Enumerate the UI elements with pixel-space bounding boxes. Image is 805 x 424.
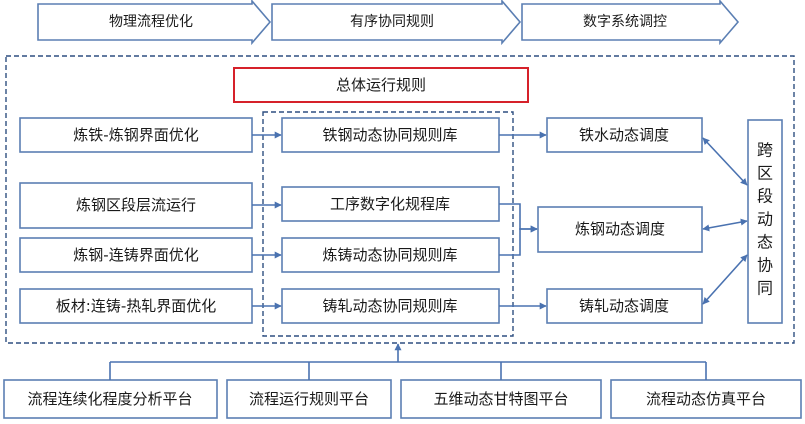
banner-physical-flow: 物理流程优化 — [37, 0, 272, 46]
platform-label: 流程运行规则平台 — [249, 390, 369, 408]
cross-region-char: 跨 — [757, 141, 773, 160]
left-item-casting-hot-rolling: 板材:连铸-热轧界面优化 — [19, 288, 253, 324]
banner-digital-control: 数字系统调控 — [521, 0, 740, 46]
rule-lib-casting-rolling: 铸轧动态协同规则库 — [281, 288, 500, 324]
cross-region-char: 段 — [757, 187, 773, 206]
cross-region-char: 动 — [757, 210, 773, 229]
banner-ordered-rules: 有序协同规则 — [271, 0, 522, 46]
left-item-label: 炼钢区段层流运行 — [76, 196, 196, 214]
left-item-ironmaking-steelmaking: 炼铁-炼钢界面优化 — [19, 117, 253, 153]
left-item-label: 炼钢-连铸界面优化 — [73, 246, 198, 264]
arrow-lib3-to-steelmaking — [499, 225, 538, 256]
cross-region-char: 同 — [757, 279, 773, 298]
platform-dynamic-simulation: 流程动态仿真平台 — [610, 379, 802, 419]
rule-library-dashed-frame — [262, 111, 514, 337]
arrow-steelmaking-cross-region — [702, 218, 748, 232]
rule-lib-label: 铸轧动态协同规则库 — [322, 297, 457, 315]
rule-lib-label: 工序数字化规程库 — [330, 195, 450, 213]
schedule-label: 铁水动态调度 — [579, 126, 669, 144]
schedule-label: 炼钢动态调度 — [575, 220, 665, 238]
rule-lib-steel-casting: 炼铸动态协同规则库 — [281, 237, 500, 273]
schedule-label: 铸轧动态调度 — [579, 297, 669, 315]
platform-label: 五维动态甘特图平台 — [433, 390, 568, 408]
rule-lib-label: 铁钢动态协同规则库 — [322, 126, 457, 144]
arrow-lib2-to-steelmaking — [499, 203, 538, 233]
cross-region-char: 态 — [757, 233, 773, 252]
arrow-hot-metal-cross-region — [702, 137, 748, 186]
platform-connector-tree — [109, 343, 707, 380]
outer-dashed-frame — [5, 55, 795, 344]
schedule-hot-metal: 铁水动态调度 — [546, 117, 703, 153]
banner-ordered-rules-label: 有序协同规则 — [350, 14, 434, 30]
rule-lib-iron-steel: 铁钢动态协同规则库 — [281, 117, 500, 153]
banner-physical-flow-label: 物理流程优化 — [109, 14, 193, 30]
left-item-label: 板材:连铸-热轧界面优化 — [56, 297, 216, 315]
cross-region-char: 协 — [757, 256, 773, 275]
general-rule-box: 总体运行规则 — [233, 67, 529, 103]
schedule-casting-rolling: 铸轧动态调度 — [546, 288, 703, 324]
rule-lib-process-digital: 工序数字化规程库 — [281, 186, 500, 222]
rule-lib-label: 炼铸动态协同规则库 — [322, 246, 457, 264]
general-rule-label: 总体运行规则 — [336, 76, 426, 94]
cross-region-char: 区 — [757, 164, 773, 183]
arrow-casting-rolling-cross-region — [702, 254, 748, 305]
platform-continuity-analysis: 流程连续化程度分析平台 — [3, 379, 218, 419]
platform-label: 流程连续化程度分析平台 — [27, 390, 192, 408]
platform-operation-rules: 流程运行规则平台 — [226, 379, 392, 419]
banner-digital-control-label: 数字系统调控 — [583, 14, 667, 30]
platform-5d-gantt: 五维动态甘特图平台 — [400, 379, 602, 419]
left-item-label: 炼铁-炼钢界面优化 — [73, 126, 198, 144]
left-item-steelmaking-laminar: 炼钢区段层流运行 — [19, 182, 253, 229]
platform-label: 流程动态仿真平台 — [646, 390, 766, 408]
schedule-steelmaking: 炼钢动态调度 — [537, 206, 703, 253]
cross-region-coordination-box: 跨 区 段 动 态 协 同 — [747, 119, 783, 324]
left-item-steelmaking-casting: 炼钢-连铸界面优化 — [19, 237, 253, 273]
